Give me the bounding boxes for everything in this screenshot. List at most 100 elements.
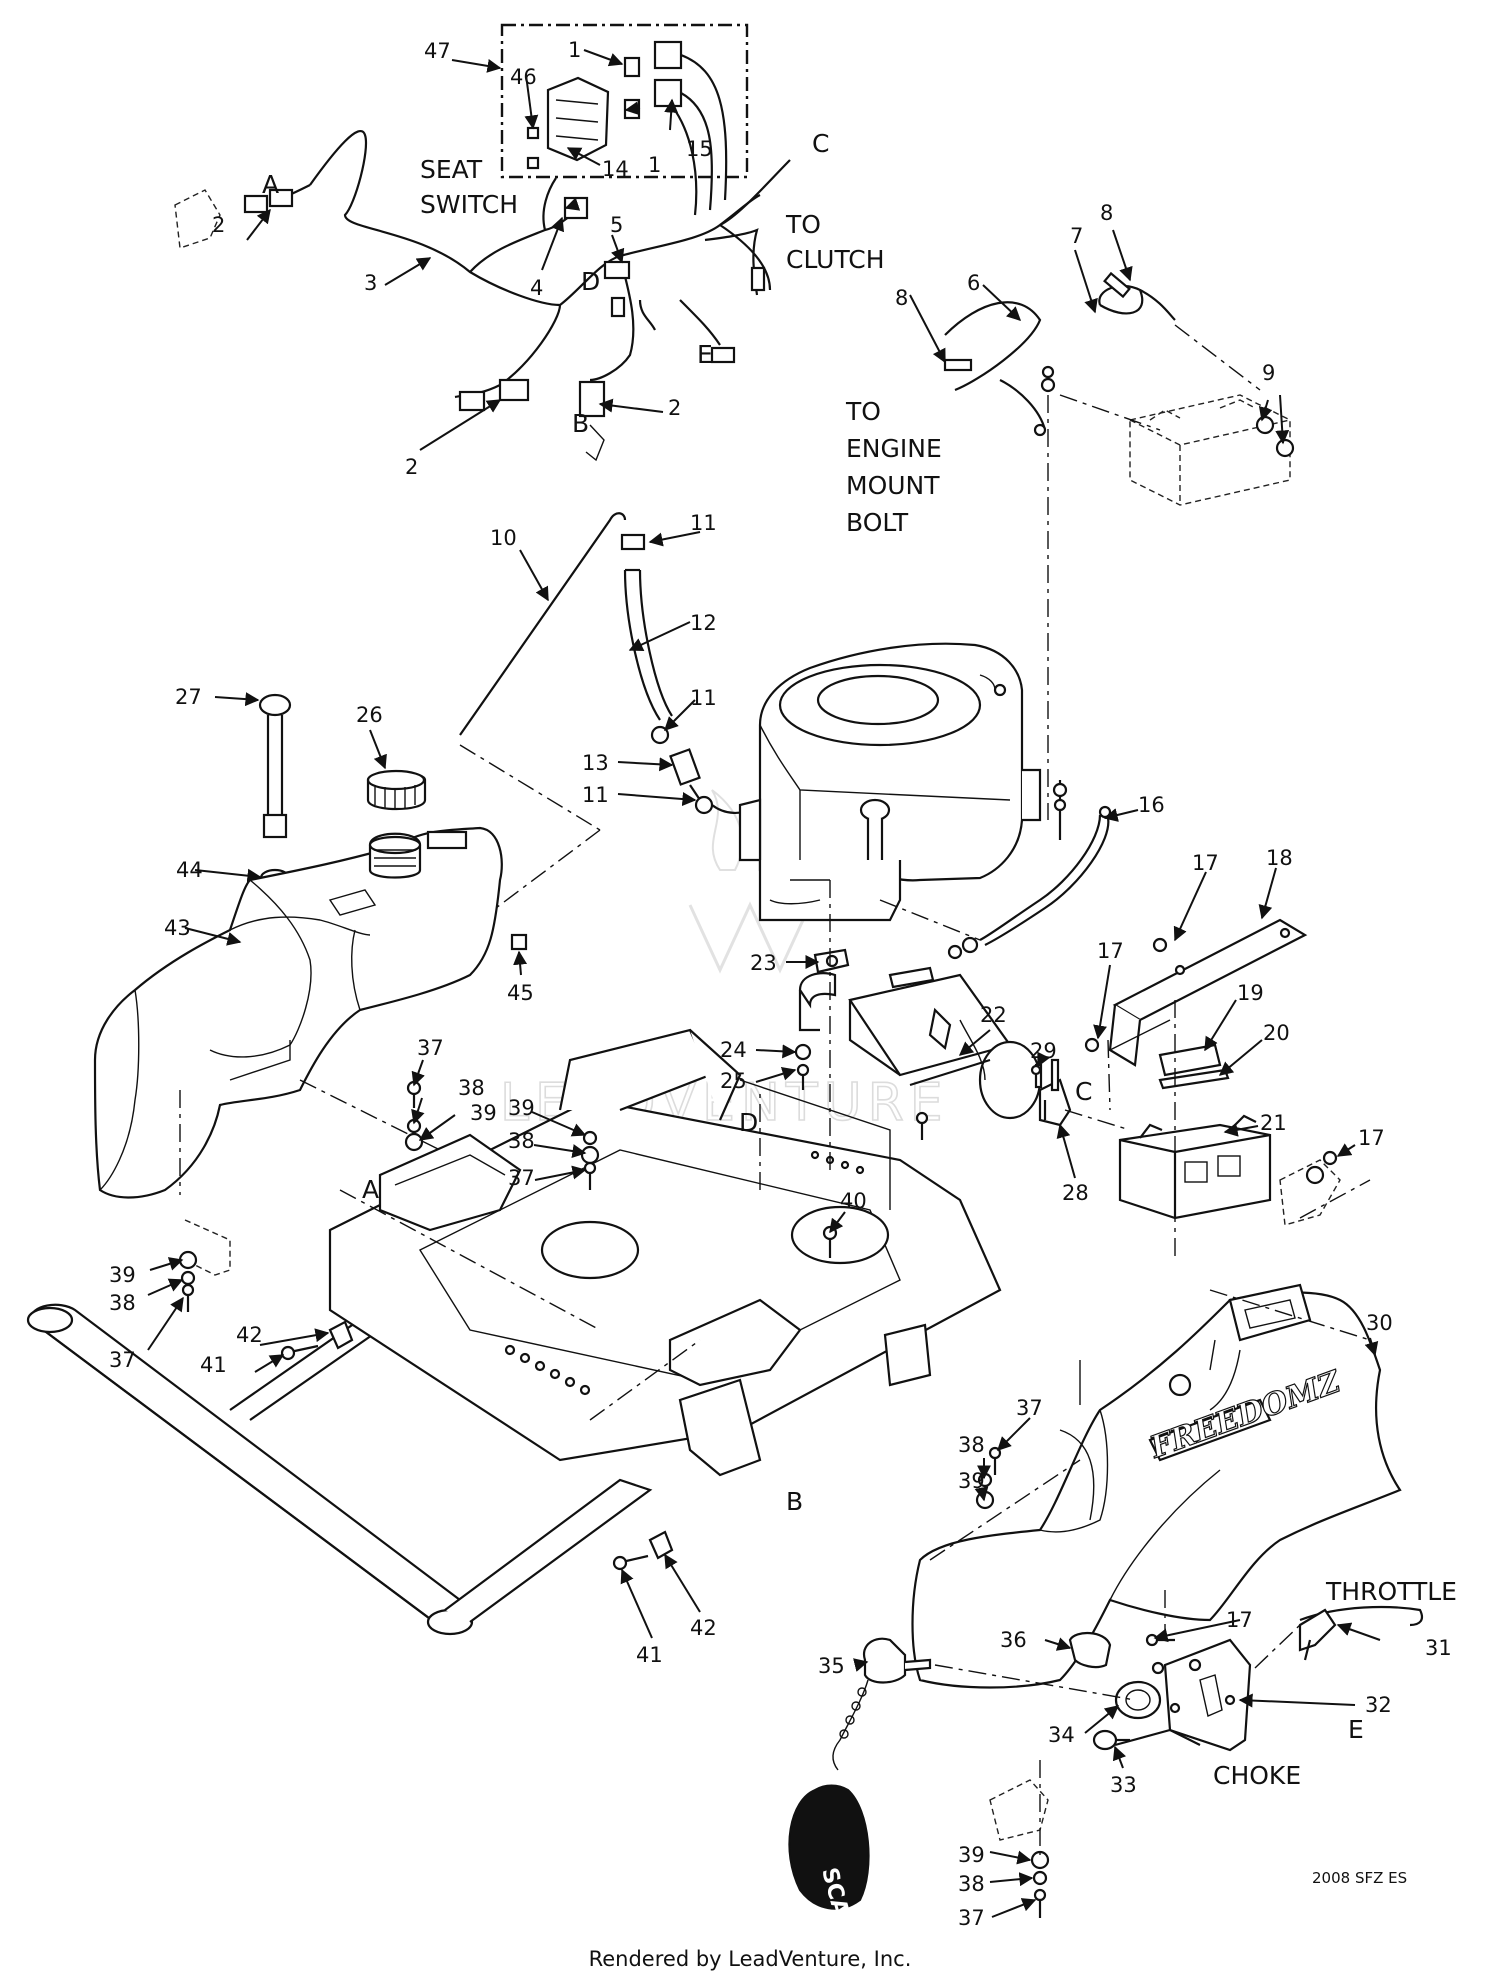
callout-leaders (147, 49, 1381, 1918)
callout-17: 17 (1226, 1608, 1253, 1632)
callout-1: 1 (568, 38, 581, 62)
callout-20: 20 (1263, 1021, 1290, 1045)
callout-42: 42 (690, 1616, 717, 1640)
callout-11: 11 (690, 686, 717, 710)
label-choke: CHOKE (1213, 1761, 1301, 1790)
callout-9: 9 (1262, 361, 1275, 385)
callout-45: 45 (507, 981, 534, 1005)
fuel-filter-13 (669, 748, 701, 786)
harness-kit-box (500, 23, 749, 179)
callout-27: 27 (175, 685, 202, 709)
callout-30: 30 (1366, 1311, 1393, 1335)
callout-8: 8 (895, 286, 908, 310)
callout-29: 29 (1030, 1039, 1057, 1063)
connector-letters: A D E B C A D B C E (262, 129, 1364, 1744)
harness-main-wire (309, 130, 761, 307)
clamp-11-low (694, 795, 714, 815)
callout-22: 22 (980, 1003, 1007, 1027)
pad-19 (1158, 1043, 1222, 1077)
callout-39: 39 (508, 1096, 535, 1120)
callout-39: 39 (109, 1263, 136, 1287)
label-switch: SWITCH (420, 190, 518, 219)
callout-38: 38 (458, 1076, 485, 1100)
fuse-holder-lower (653, 78, 683, 108)
callout-34: 34 (1048, 1723, 1075, 1747)
callout-17: 17 (1097, 939, 1124, 963)
battery-cover-18 (1112, 918, 1308, 1022)
callout-37: 37 (109, 1348, 136, 1372)
connector-b-top: B (572, 409, 589, 438)
callout-38: 38 (958, 1433, 985, 1457)
callout-44: 44 (176, 858, 203, 882)
clamp-11-top (620, 533, 646, 551)
callout-15: 15 (686, 137, 713, 161)
label-mount: MOUNT (846, 471, 940, 500)
cable-6 (944, 301, 1042, 392)
callout-43: 43 (164, 916, 191, 940)
label-to-engine-1: TO (845, 397, 881, 426)
screw-17-cover (1152, 937, 1168, 953)
footer-credit: Rendered by LeadVenture, Inc. (589, 1947, 912, 1971)
callout-35: 35 (818, 1654, 845, 1678)
screw-17-right (1322, 1150, 1338, 1166)
callout-38: 38 (109, 1291, 136, 1315)
connector-2-left (498, 378, 530, 402)
bolt-8-left (943, 358, 973, 372)
callout-12: 12 (690, 611, 717, 635)
callout-6: 6 (967, 271, 980, 295)
connector-d-top: D (581, 267, 600, 296)
connector-d-frame: D (739, 1108, 758, 1137)
callout-5: 5 (610, 213, 623, 237)
label-engine: ENGINE (846, 434, 942, 463)
callout-39: 39 (958, 1469, 985, 1493)
callout-37: 37 (508, 1166, 535, 1190)
bracket-b (678, 1378, 762, 1477)
label-bolt: BOLT (846, 508, 909, 537)
ghost-battery (1129, 394, 1291, 506)
battery-group (1084, 918, 1371, 1260)
callout-3: 3 (364, 271, 377, 295)
label-seat: SEAT (420, 155, 483, 184)
engine-assembly (738, 642, 1042, 922)
chassis-frame (26, 880, 1002, 1636)
callout-37: 37 (417, 1036, 444, 1060)
relay-module (546, 76, 610, 162)
screw-17-side (1084, 1037, 1100, 1053)
washer-24 (794, 1043, 812, 1061)
callout-37: 37 (1016, 1396, 1043, 1420)
control-panel-group: SCAG (788, 1590, 1424, 1936)
callout-21: 21 (1260, 1111, 1287, 1135)
callout-31: 31 (1425, 1636, 1452, 1660)
callout-24: 24 (720, 1038, 747, 1062)
callout-39: 39 (470, 1101, 497, 1125)
callout-32: 32 (1365, 1693, 1392, 1717)
callout-11: 11 (690, 511, 717, 535)
label-clutch: CLUTCH (786, 245, 885, 274)
callout-42: 42 (236, 1323, 263, 1347)
callout-38: 38 (958, 1872, 985, 1896)
wiring-harness-group (174, 23, 791, 462)
callout-37: 37 (958, 1906, 985, 1930)
connector-a (268, 188, 294, 208)
callout-19: 19 (1237, 981, 1264, 1005)
callout-14: 14 (602, 157, 629, 181)
fuel-gauge-27 (258, 693, 292, 717)
bolt-25 (796, 1063, 810, 1077)
fuel-tank-43 (93, 826, 503, 1199)
connector-c-top: C (812, 129, 829, 158)
connector-a-top: A (262, 170, 279, 199)
seat-bracket-right (668, 1298, 802, 1387)
connector-b-frame: B (786, 1487, 803, 1516)
connector-a-frame: A (362, 1175, 379, 1204)
screw-29 (1030, 1064, 1042, 1076)
callout-13: 13 (582, 751, 609, 775)
seat-bracket-left (378, 1133, 522, 1232)
callout-33: 33 (1110, 1773, 1137, 1797)
label-to-clutch-1: TO (785, 210, 821, 239)
callout-46: 46 (510, 65, 537, 89)
switch-5 (603, 260, 631, 280)
connector-e-top: E (697, 340, 713, 369)
connector-e-panel: E (1348, 1715, 1364, 1744)
